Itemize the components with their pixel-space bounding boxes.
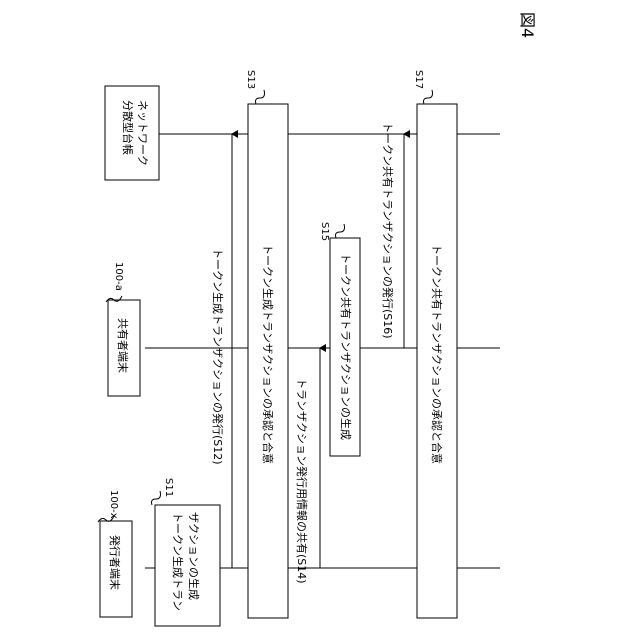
s14-label: トランザクション発行用情報の共有(S14) [295, 378, 309, 584]
sharer-ref-label: 100-a [113, 262, 124, 291]
s17-ref-label: S17 [413, 70, 424, 89]
s12-label: トークン生成トランザクションの発行(S12) [211, 248, 225, 465]
sharer-terminal-label: 共有者端末 [116, 318, 130, 373]
s13-label: トークン生成トランザクションの承認と合意 [261, 244, 275, 464]
s11-squiggle [152, 491, 161, 505]
figure-label: 図4 [518, 12, 537, 38]
s15-label: トークン共有トランザクションの生成 [339, 253, 353, 440]
s13-squiggle [256, 90, 265, 104]
issuer-ref-label: 100-x [108, 490, 119, 519]
s11-ref-label: S11 [163, 478, 174, 497]
network-label-line1: 分散型台帳 [121, 100, 135, 155]
s11-label-line2: ザクションの生成 [187, 512, 201, 600]
network-label-line2: ネットワーク [136, 100, 149, 166]
s17-label: トークン共有トランザクションの承認と合意 [430, 244, 444, 464]
s16-label: トークン共有トランザクションの発行(S16) [381, 122, 395, 339]
s11-label-line1: トークン生成トラン [171, 512, 185, 611]
s15-ref-label: S15 [319, 222, 330, 241]
s15-squiggle [336, 224, 345, 238]
s13-ref-label: S13 [245, 70, 256, 89]
issuer-terminal-label: 発行者端末 [108, 535, 122, 590]
s17-squiggle [424, 90, 433, 104]
